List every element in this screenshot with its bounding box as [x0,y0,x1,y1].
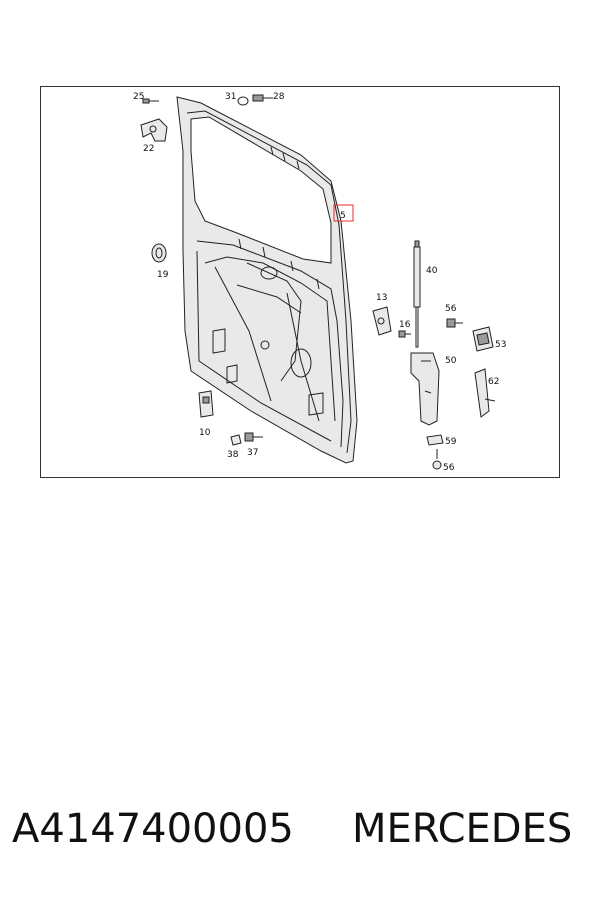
handle-part-10 [198,390,214,418]
callout-37: 37 [247,448,258,458]
callout-5: 5 [340,211,346,221]
callout-28: 28 [273,92,285,102]
nut-bolt-part-38-37 [230,432,263,446]
callout-59: 59 [445,437,457,447]
latch-part-62 [474,368,496,418]
gas-strut-part-40 [413,240,421,348]
switch-part-53 [472,326,494,352]
callout-38: 38 [227,450,239,460]
screw-part-56-top [446,318,463,328]
callout-5-highlight [333,204,354,222]
tailgate-panel [176,96,358,464]
brand-name: MERCEDES [352,806,573,852]
callout-56-bottom: 56 [443,463,455,473]
part-number: A4147400005 [12,806,294,852]
hinge-part-22 [140,98,168,142]
caption-bar: A4147400005 MERCEDES [0,800,600,870]
grommet-part-19 [151,243,167,263]
screw-part-16 [398,330,411,338]
callout-25: 25 [133,92,144,102]
parts-diagram: 25 22 31 28 5 19 40 13 56 16 53 50 62 10… [133,92,506,473]
clip-part-59 [426,434,444,446]
callout-10: 10 [199,428,211,438]
callout-53: 53 [495,340,506,350]
parts-diagram-frame: 25 22 31 28 5 19 40 13 56 16 53 50 62 10… [40,86,560,478]
lock-part-13 [372,306,392,336]
callout-50: 50 [445,356,457,366]
callout-31: 31 [225,92,236,102]
callout-40: 40 [426,266,438,276]
bolt-part-31-28 [237,94,273,106]
callout-22: 22 [143,144,154,154]
screw-part-56-bottom [432,449,442,470]
callout-56-top: 56 [445,304,457,314]
callout-16: 16 [399,320,411,330]
callout-13: 13 [376,293,387,303]
bracket-part-50 [410,352,440,426]
callout-62: 62 [488,377,499,387]
callout-19: 19 [157,270,169,280]
